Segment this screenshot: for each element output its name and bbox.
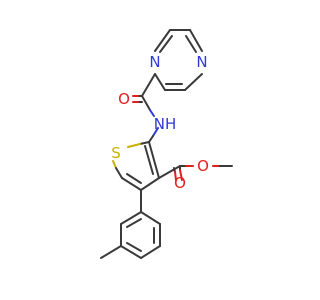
atom-label-nh: NH [154, 115, 177, 133]
bond [100, 245, 122, 259]
bond [126, 242, 142, 252]
atom-label-nitrogen: N [149, 53, 160, 71]
bond [141, 73, 156, 97]
bond [112, 160, 117, 169]
bond [179, 169, 183, 181]
amide-group [132, 73, 156, 117]
atom-label-oxygen: O [174, 174, 186, 192]
molecule-structure: N N O NH S O O [100, 29, 233, 259]
bond [121, 177, 142, 191]
methyl-ester-group [158, 165, 233, 181]
pyrazine-ring [154, 29, 203, 91]
bond [126, 173, 142, 184]
bond [184, 73, 203, 91]
bond [174, 171, 177, 181]
bond [141, 95, 151, 111]
atom-label-nitrogen: N [196, 53, 207, 71]
molecule-canvas: N N O NH S O O [100, 29, 233, 259]
bond [115, 167, 123, 179]
bond [140, 245, 161, 259]
bond [154, 29, 171, 52]
bond [120, 245, 142, 259]
bond [127, 143, 141, 148]
bond [149, 109, 155, 117]
tolyl-ring [100, 189, 161, 259]
bond [140, 177, 160, 191]
atom-label-oxygen: O [118, 90, 130, 108]
bond [154, 73, 166, 91]
bond [185, 35, 197, 53]
atom-label-sulfur: S [111, 144, 121, 162]
bond [152, 127, 159, 137]
bond [158, 165, 181, 179]
atom-label-oxygen: O [197, 157, 209, 175]
bond [140, 211, 161, 225]
bond [126, 218, 142, 228]
bond [159, 35, 173, 53]
bond [144, 145, 154, 175]
thiophene-ring [112, 127, 160, 191]
bond [189, 29, 203, 52]
bond [139, 141, 150, 145]
bond [148, 135, 154, 143]
bond [148, 141, 160, 179]
bond [120, 211, 142, 225]
